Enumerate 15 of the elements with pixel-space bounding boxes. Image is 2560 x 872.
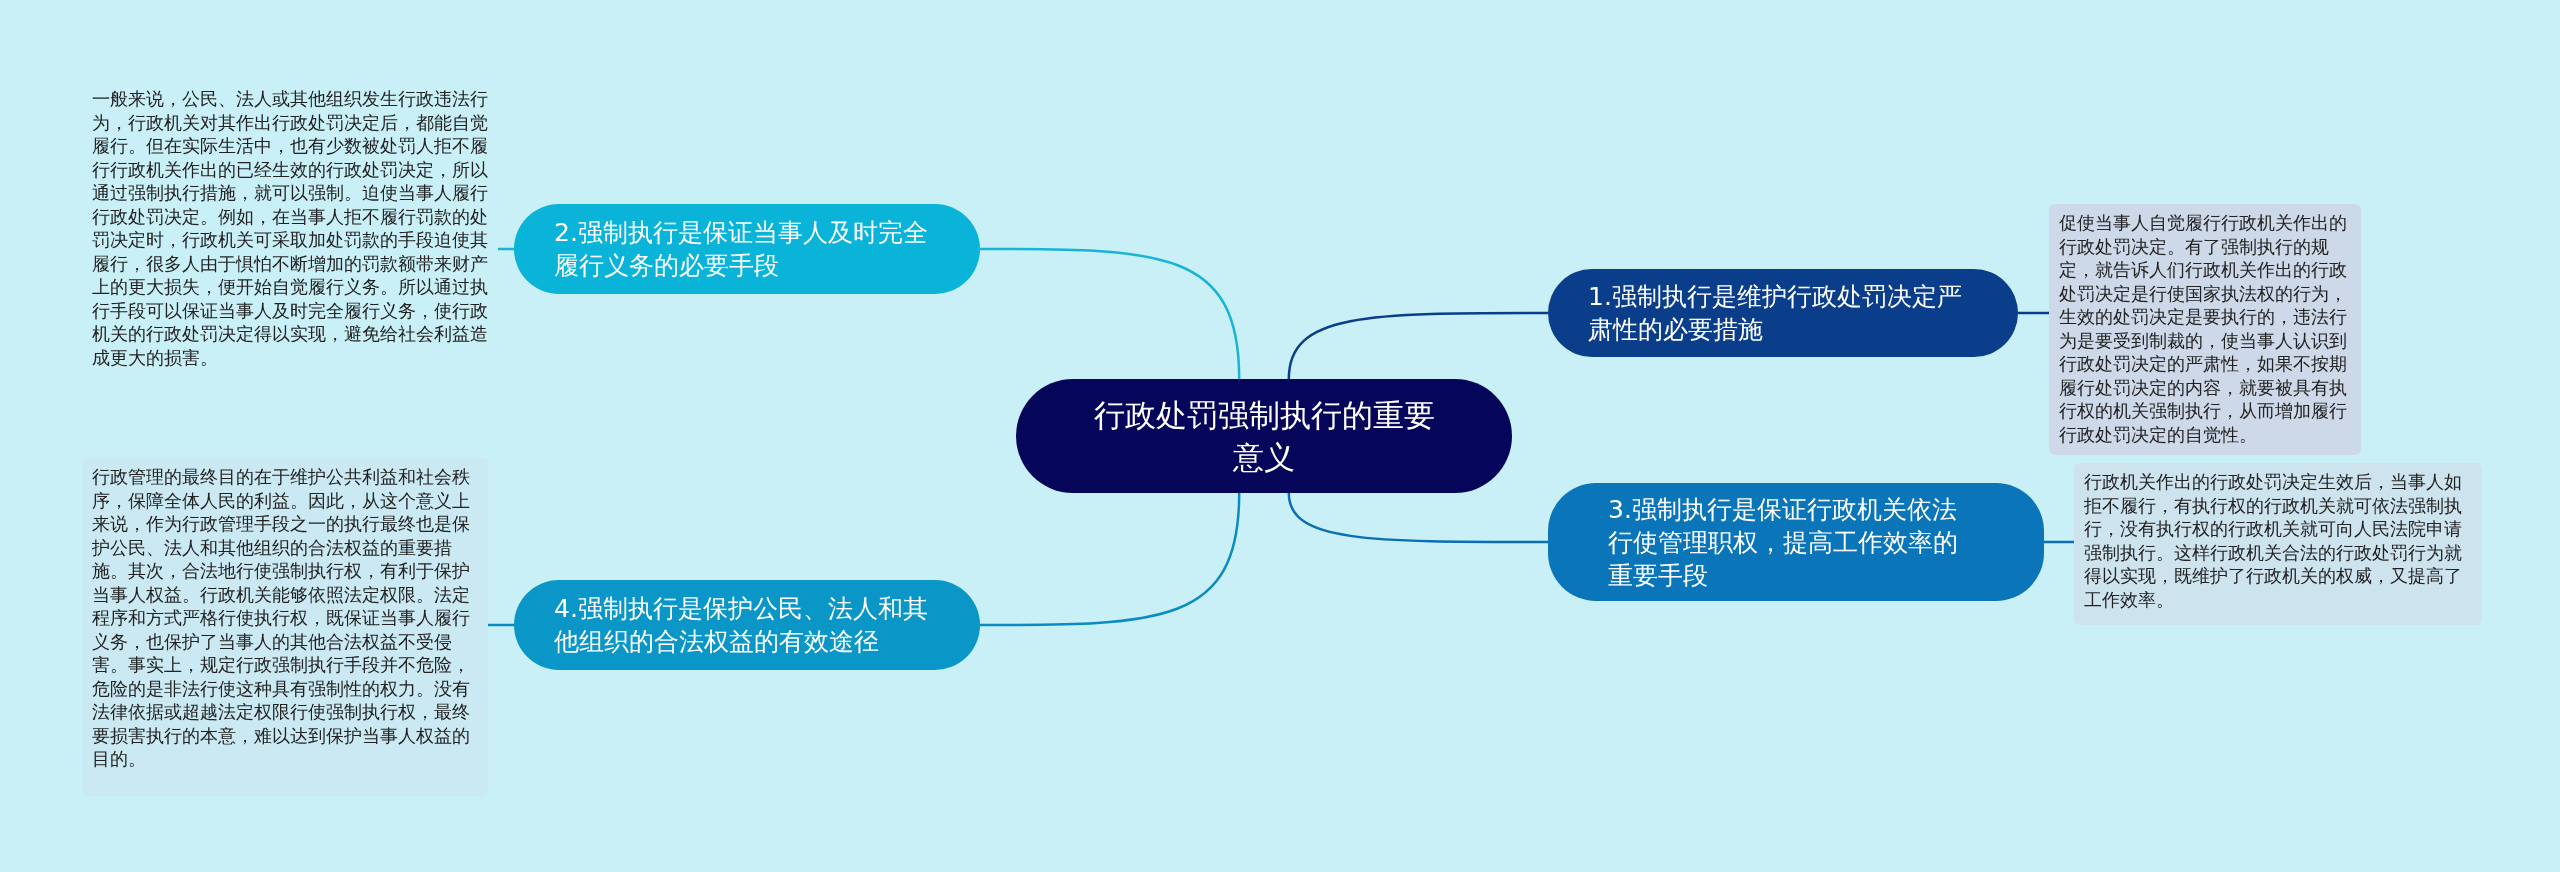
branch-pill: 4.强制执行是保护公民、法人和其他组织的合法权益的有效途径 xyxy=(514,580,980,670)
connector-line xyxy=(488,623,514,627)
connector-line xyxy=(1287,311,1548,380)
connector-line xyxy=(2018,311,2049,315)
connector-line xyxy=(2044,540,2074,544)
connector-line xyxy=(1287,492,1548,544)
connector-line xyxy=(980,492,1241,627)
note-box: 促使当事人自觉履行行政机关作出的行政处罚决定。有了强制执行的规定，就告诉人们行政机关作出的行政处罚决定是行使国家执法权的行为，生效的处罚决定是要执行的，违法行为是要受到制裁的，使当事人认识到行政处罚决定的严肃性，如果不按期履行处罚决定的内容，就要被具有执行权的机关强制执行，从而增加履行行政处罚决定的自觉性。 xyxy=(2049,204,2361,455)
note-box: 行政管理的最终目的在于维护公共利益和社会秩序，保障全体人民的利益。因此，从这个意义上来说，作为行政管理手段之一的执行最终也是保护公民、法人和其他组织的合法权益的重要措施。其次，合法地行使强制执行权，有利于保护当事人权益。行政机关能够依照法定权限。法定程序和方式严格行使执行权，既保证当事人履行义务，也保护了当事人的其他合法权益不受侵害。事实上，规定行政强制执行手段并不危险，危险的是非法行使这种具有强制性的权力。没有法律依据或超越法定权限行使强制执行权，最终要损害执行的本意，难以达到保护当事人权益的目的。 xyxy=(82,458,488,796)
branch-pill: 1.强制执行是维护行政处罚决定严肃性的必要措施 xyxy=(1548,269,2018,357)
branch-pill: 2.强制执行是保证当事人及时完全履行义务的必要手段 xyxy=(514,204,980,294)
topic-pill: 行政处罚强制执行的重要意义 xyxy=(1016,379,1512,493)
branch-pill: 3.强制执行是保证行政机关依法行使管理职权，提高工作效率的重要手段 xyxy=(1548,483,2044,601)
connector-line xyxy=(980,247,1241,380)
note-box: 行政机关作出的行政处罚决定生效后，当事人如拒不履行，有执行权的行政机关就可依法强制执行，没有执行权的行政机关就可向人民法院申请强制执行。这样行政机关合法的行政处罚行为就得以实现，既维护了行政机关的权威，又提高了工作效率。 xyxy=(2074,463,2482,625)
